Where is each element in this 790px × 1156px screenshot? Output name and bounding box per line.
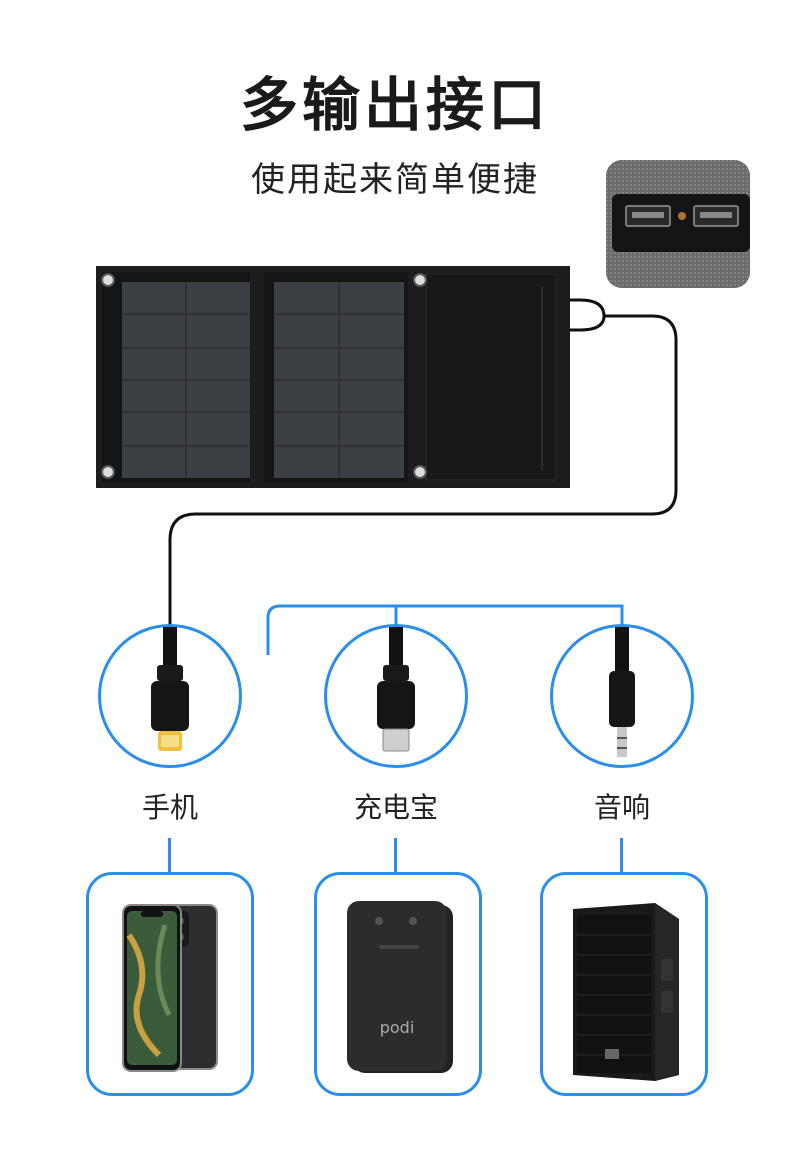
power-bank-image: podi — [347, 901, 453, 1073]
phone-image — [122, 904, 218, 1072]
power-bank-box: podi — [314, 872, 482, 1096]
power-bank-brand: podi — [380, 1018, 415, 1037]
page-title: 多输出接口 — [239, 71, 550, 139]
device-label-speaker: 音响 — [593, 791, 650, 824]
micro-usb-connector-circle — [324, 624, 468, 768]
usb-port-inset — [606, 160, 750, 288]
lightning-connector-icon — [151, 627, 189, 751]
audio-jack-connector-icon — [609, 627, 635, 757]
connector-line — [168, 838, 171, 872]
connector-line — [394, 838, 397, 872]
phone-box — [86, 872, 254, 1096]
device-label-power-bank: 充电宝 — [353, 791, 438, 824]
device-label-phone: 手机 — [141, 791, 198, 824]
speaker-image — [573, 903, 679, 1081]
solar-panel-diagram — [96, 266, 678, 655]
speaker-box — [540, 872, 708, 1096]
page-subtitle: 使用起来简单便捷 — [251, 160, 539, 200]
micro-usb-connector-icon — [377, 627, 415, 752]
lightning-connector-circle — [98, 624, 242, 768]
audio-jack-connector-circle — [550, 624, 694, 768]
connector-line — [620, 838, 623, 872]
